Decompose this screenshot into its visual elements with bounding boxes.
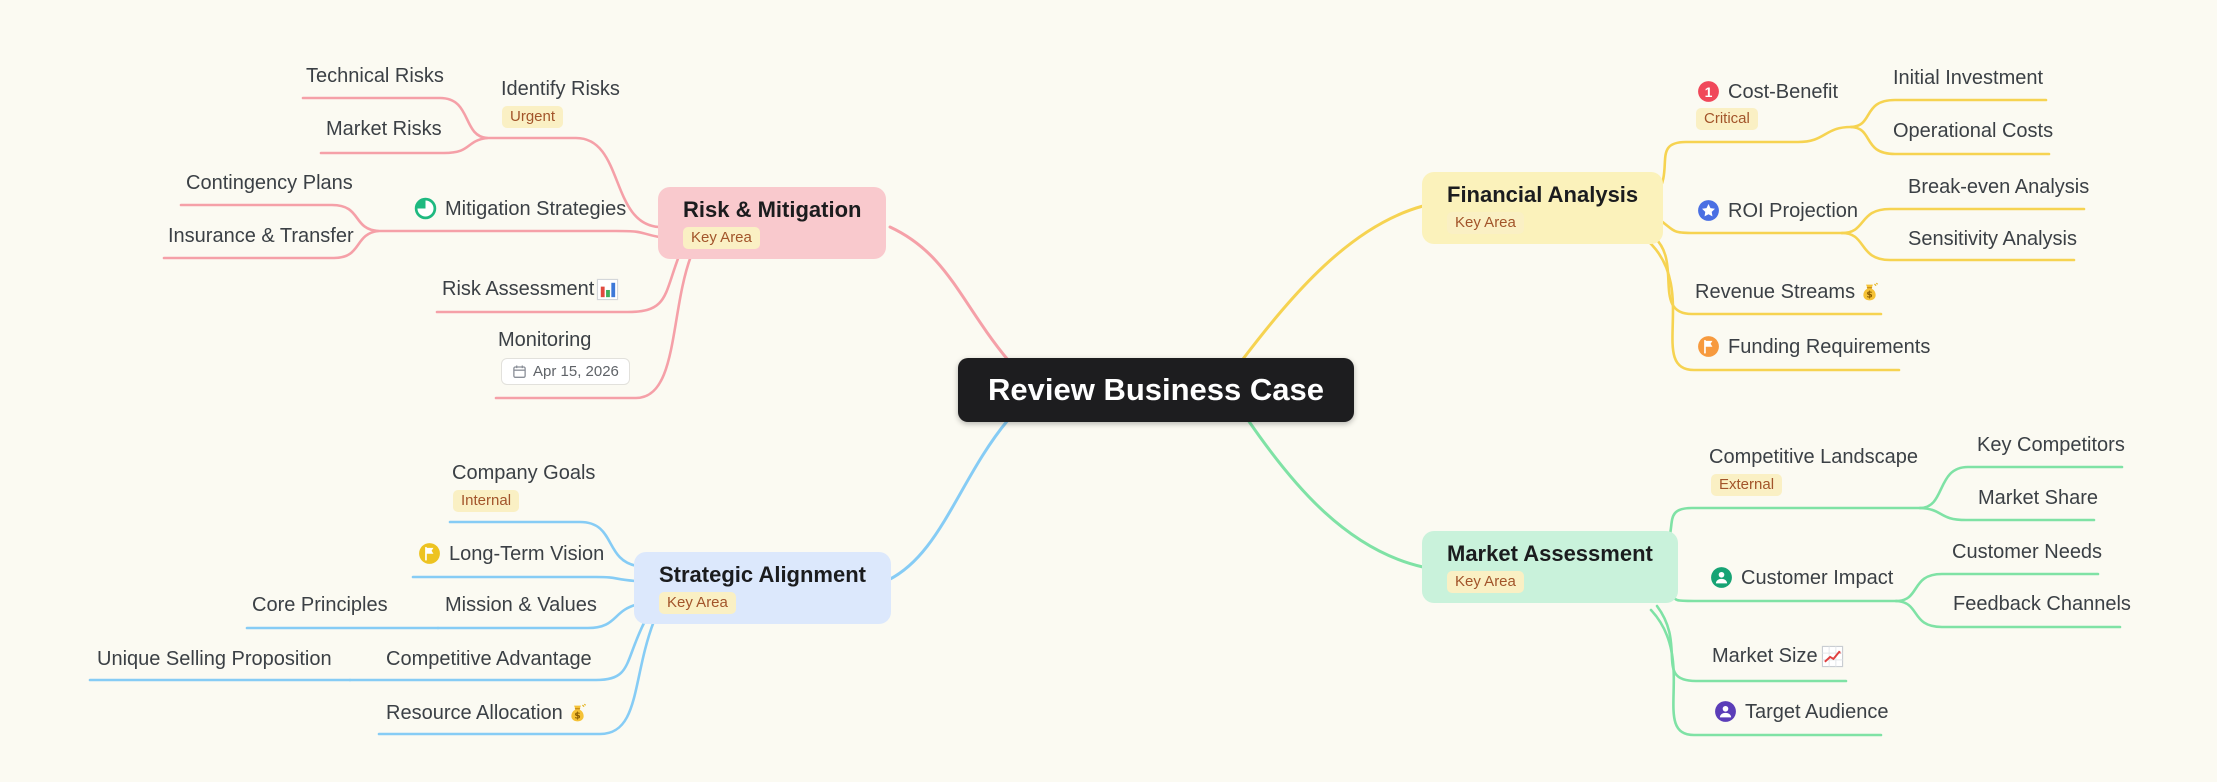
flag-badge-orange bbox=[1696, 334, 1721, 359]
branch-title: Risk & Mitigation bbox=[683, 197, 862, 222]
topic-mission-values[interactable]: Mission & Values bbox=[445, 594, 597, 616]
calendar-icon bbox=[512, 364, 527, 379]
tag-external: External bbox=[1711, 474, 1783, 496]
connector-center-strategic bbox=[882, 418, 1010, 584]
topic-competitive-landscape[interactable]: Competitive Landscape bbox=[1709, 446, 1919, 468]
topic-identify-risks[interactable]: Identify Risks bbox=[501, 78, 620, 100]
topic-resource-allocation[interactable]: Resource Allocation $ bbox=[386, 701, 589, 725]
topic-break-even-analysis[interactable]: Break-even Analysis bbox=[1908, 176, 2090, 198]
branch-node-market-assessment[interactable]: Market Assessment Key Area bbox=[1422, 531, 1678, 603]
connector-financial-costbenefit bbox=[1655, 125, 1853, 196]
flag-badge-yellow bbox=[417, 541, 442, 566]
topic-roi-projection[interactable]: ROI Projection bbox=[1696, 198, 1858, 223]
branch-title: Strategic Alignment bbox=[659, 562, 866, 587]
topic-cost-benefit[interactable]: 1 Cost-Benefit bbox=[1696, 79, 1838, 104]
topic-monitoring[interactable]: Monitoring bbox=[498, 329, 592, 351]
topic-target-audience[interactable]: Target Audience bbox=[1713, 699, 1888, 724]
topic-sensitivity-analysis[interactable]: Sensitivity Analysis bbox=[1908, 228, 2077, 250]
connector-market-competitive bbox=[1660, 506, 1922, 553]
topic-feedback-channels[interactable]: Feedback Channels bbox=[1953, 593, 2131, 615]
topic-competitive-advantage[interactable]: Competitive Advantage bbox=[386, 648, 592, 670]
branch-title: Market Assessment bbox=[1447, 541, 1653, 566]
tag-critical: Critical bbox=[1696, 108, 1758, 130]
tag-urgent: Urgent bbox=[502, 106, 564, 128]
topic-core-principles[interactable]: Core Principles bbox=[252, 594, 388, 616]
pie-chart-icon bbox=[413, 196, 438, 221]
topic-contingency-plans[interactable]: Contingency Plans bbox=[186, 172, 353, 194]
topic-technical-risks[interactable]: Technical Risks bbox=[306, 65, 444, 87]
tag-key-area: Key Area bbox=[659, 592, 736, 614]
topic-unique-selling-proposition[interactable]: Unique Selling Proposition bbox=[97, 648, 332, 670]
topic-company-goals[interactable]: Company Goals bbox=[452, 462, 596, 484]
topic-insurance-transfer[interactable]: Insurance & Transfer bbox=[168, 225, 354, 247]
tag-key-area: Key Area bbox=[683, 227, 760, 249]
topic-risk-assessment[interactable]: Risk Assessment bbox=[442, 277, 619, 301]
branch-node-financial-analysis[interactable]: Financial Analysis Key Area bbox=[1422, 172, 1664, 244]
topic-customer-impact[interactable]: Customer Impact bbox=[1709, 565, 1893, 590]
topic-mitigation-strategies[interactable]: Mitigation Strategies bbox=[413, 196, 626, 221]
connector-center-risk bbox=[888, 225, 1010, 362]
tag-key-area: Key Area bbox=[1447, 212, 1524, 234]
money-bag-icon: $ bbox=[566, 702, 589, 725]
svg-text:$: $ bbox=[574, 711, 580, 721]
bar-chart-icon bbox=[596, 278, 619, 301]
topic-long-term-vision[interactable]: Long-Term Vision bbox=[417, 541, 604, 566]
star-badge bbox=[1696, 198, 1721, 223]
priority-1-badge: 1 bbox=[1696, 79, 1721, 104]
topic-initial-investment[interactable]: Initial Investment bbox=[1893, 67, 2044, 89]
topic-key-competitors[interactable]: Key Competitors bbox=[1977, 434, 2125, 456]
topic-market-risks[interactable]: Market Risks bbox=[326, 118, 442, 140]
topic-funding-requirements[interactable]: Funding Requirements bbox=[1696, 334, 1930, 359]
connector-center-market bbox=[1246, 418, 1425, 569]
market-connectors bbox=[1246, 418, 2124, 737]
tag-key-area: Key Area bbox=[1447, 571, 1524, 593]
due-date-text: Apr 15, 2026 bbox=[533, 363, 619, 380]
topic-market-share[interactable]: Market Share bbox=[1978, 487, 2099, 509]
svg-text:$: $ bbox=[1866, 290, 1872, 300]
branch-node-strategic-alignment[interactable]: Strategic Alignment Key Area bbox=[634, 552, 891, 624]
topic-customer-needs[interactable]: Customer Needs bbox=[1952, 541, 2103, 563]
topic-operational-costs[interactable]: Operational Costs bbox=[1893, 120, 2054, 142]
money-bag-icon: $ bbox=[1858, 281, 1881, 304]
central-topic[interactable]: Review Business Case bbox=[958, 358, 1355, 422]
person-badge-purple bbox=[1713, 699, 1738, 724]
connector-strategic-vision bbox=[411, 575, 637, 583]
due-date-badge[interactable]: Apr 15, 2026 bbox=[501, 358, 630, 385]
connector-risk-mitigation bbox=[376, 229, 661, 239]
topic-market-size[interactable]: Market Size bbox=[1712, 644, 1844, 668]
tag-internal: Internal bbox=[453, 490, 520, 512]
connector-center-financial bbox=[1241, 204, 1425, 361]
branch-node-risk-mitigation[interactable]: Risk & Mitigation Key Area bbox=[658, 187, 887, 259]
person-badge-green bbox=[1709, 565, 1734, 590]
topic-revenue-streams[interactable]: Revenue Streams $ bbox=[1695, 280, 1881, 304]
branch-title: Financial Analysis bbox=[1447, 182, 1639, 207]
chart-increasing-icon bbox=[1821, 645, 1844, 668]
